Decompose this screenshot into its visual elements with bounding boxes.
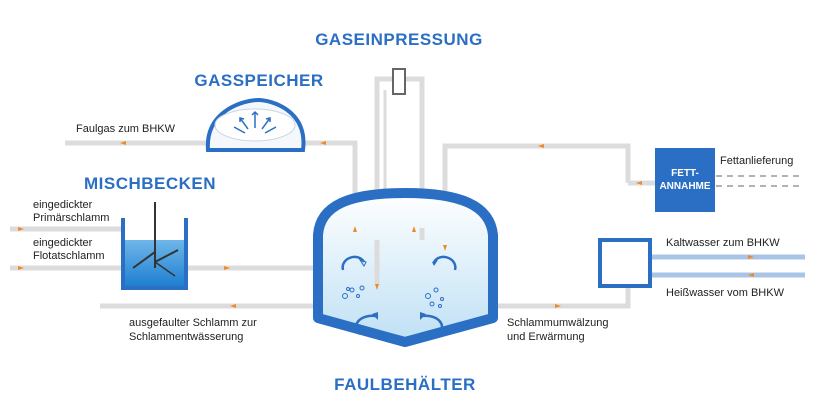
title-gasspeicher: GASSPEICHER: [194, 71, 323, 90]
faulbehaelter-tank: [313, 188, 498, 347]
title-mischbecken: MISCHBECKEN: [84, 174, 216, 193]
pipe-circulation-bottom: [493, 286, 631, 309]
label-flotat-2: Flotatschlamm: [33, 250, 105, 262]
label-ausgefault-1: ausgefaulter Schlamm zur: [129, 317, 257, 329]
label-umwaelzung-1: Schlammumwälzung: [507, 317, 608, 329]
label-kaltwasser: Kaltwasser zum BHKW: [666, 237, 780, 249]
label-heisswasser: Heißwasser vom BHKW: [666, 287, 785, 299]
circulation-arrows: [341, 255, 457, 335]
pipe-fettanlieferung: [716, 175, 800, 187]
title-gaseinpressung: GASEINPRESSUNG: [315, 30, 483, 49]
fett-annahme-box: [655, 148, 715, 212]
label-flotat-1: eingedickter: [33, 237, 93, 249]
waermetauscher: [598, 238, 652, 288]
gaseinpressung-valve: [392, 68, 406, 95]
label-ausgefault-2: Schlammentwässerung: [129, 331, 243, 343]
mischbecken-tank: [121, 202, 188, 290]
label-fettanlieferung: Fettanlieferung: [720, 155, 793, 167]
fett-annahme-line1: FETT-: [671, 168, 699, 179]
label-primaer-1: eingedickter: [33, 199, 93, 211]
flow-arrows: [18, 141, 754, 308]
label-umwaelzung-2: und Erwärmung: [507, 331, 585, 343]
title-faulbehaelter: FAULBEHÄLTER: [334, 375, 476, 394]
gasspeicher-dome: [205, 97, 306, 152]
label-faulgas: Faulgas zum BHKW: [76, 123, 176, 135]
label-primaer-2: Primärschlamm: [33, 212, 109, 224]
fett-annahme-line2: ANNAHME: [659, 181, 710, 192]
gas-bubbles: [342, 285, 444, 308]
